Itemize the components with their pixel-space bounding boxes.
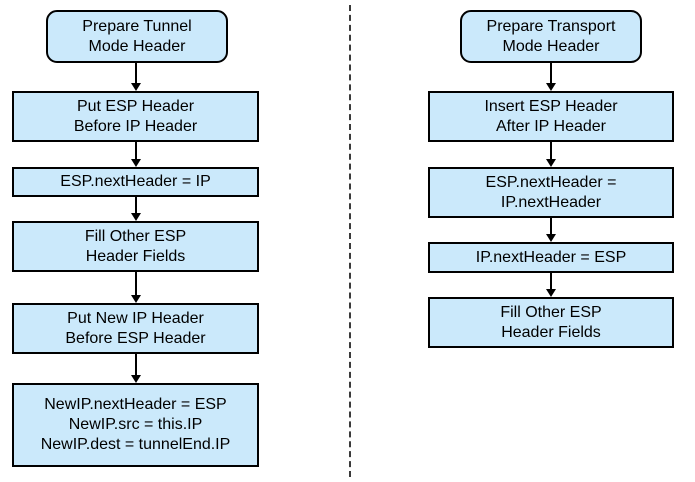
node-esp-nextheader-equals-ip[interactable]: ESP.nextHeader = IP	[12, 167, 259, 197]
node-prepare-transport-mode-header[interactable]: Prepare Transport Mode Header	[460, 10, 642, 63]
node-fill-other-esp-header-fields[interactable]: Fill Other ESP Header Fields	[12, 221, 259, 272]
node-put-esp-header-before-ip-header[interactable]: Put ESP Header Before IP Header	[12, 91, 259, 142]
node-label: ESP.nextHeader = IP.nextHeader	[485, 173, 617, 211]
node-fill-other-esp-header-fields[interactable]: Fill Other ESP Header Fields	[428, 297, 674, 348]
node-esp-nextheader-equals-ip-nextheader[interactable]: ESP.nextHeader = IP.nextHeader	[428, 167, 674, 218]
node-label: ESP.nextHeader = IP	[60, 173, 211, 190]
node-insert-esp-header-after-ip-header[interactable]: Insert ESP Header After IP Header	[428, 91, 674, 142]
node-label: Put ESP Header Before IP Header	[73, 97, 198, 135]
node-prepare-tunnel-mode-header[interactable]: Prepare Tunnel Mode Header	[46, 10, 228, 63]
node-label: Fill Other ESP Header Fields	[500, 303, 602, 341]
node-label: Prepare Tunnel Mode Header	[82, 17, 192, 55]
node-label: Put New IP Header Before ESP Header	[65, 309, 206, 347]
node-ip-nextheader-equals-esp[interactable]: IP.nextHeader = ESP	[428, 242, 674, 273]
node-label: Insert ESP Header After IP Header	[484, 97, 618, 135]
node-label: NewIP.nextHeader = ESP NewIP.src = this.…	[40, 396, 231, 453]
node-label: Fill Other ESP Header Fields	[84, 227, 187, 265]
node-newip-assignments[interactable]: NewIP.nextHeader = ESP NewIP.src = this.…	[12, 383, 259, 467]
node-label: IP.nextHeader = ESP	[475, 248, 627, 266]
node-put-new-ip-header-before-esp-header[interactable]: Put New IP Header Before ESP Header	[12, 303, 259, 354]
node-label: Prepare Transport Mode Header	[486, 17, 616, 55]
vertical-dashed-divider	[349, 5, 351, 477]
